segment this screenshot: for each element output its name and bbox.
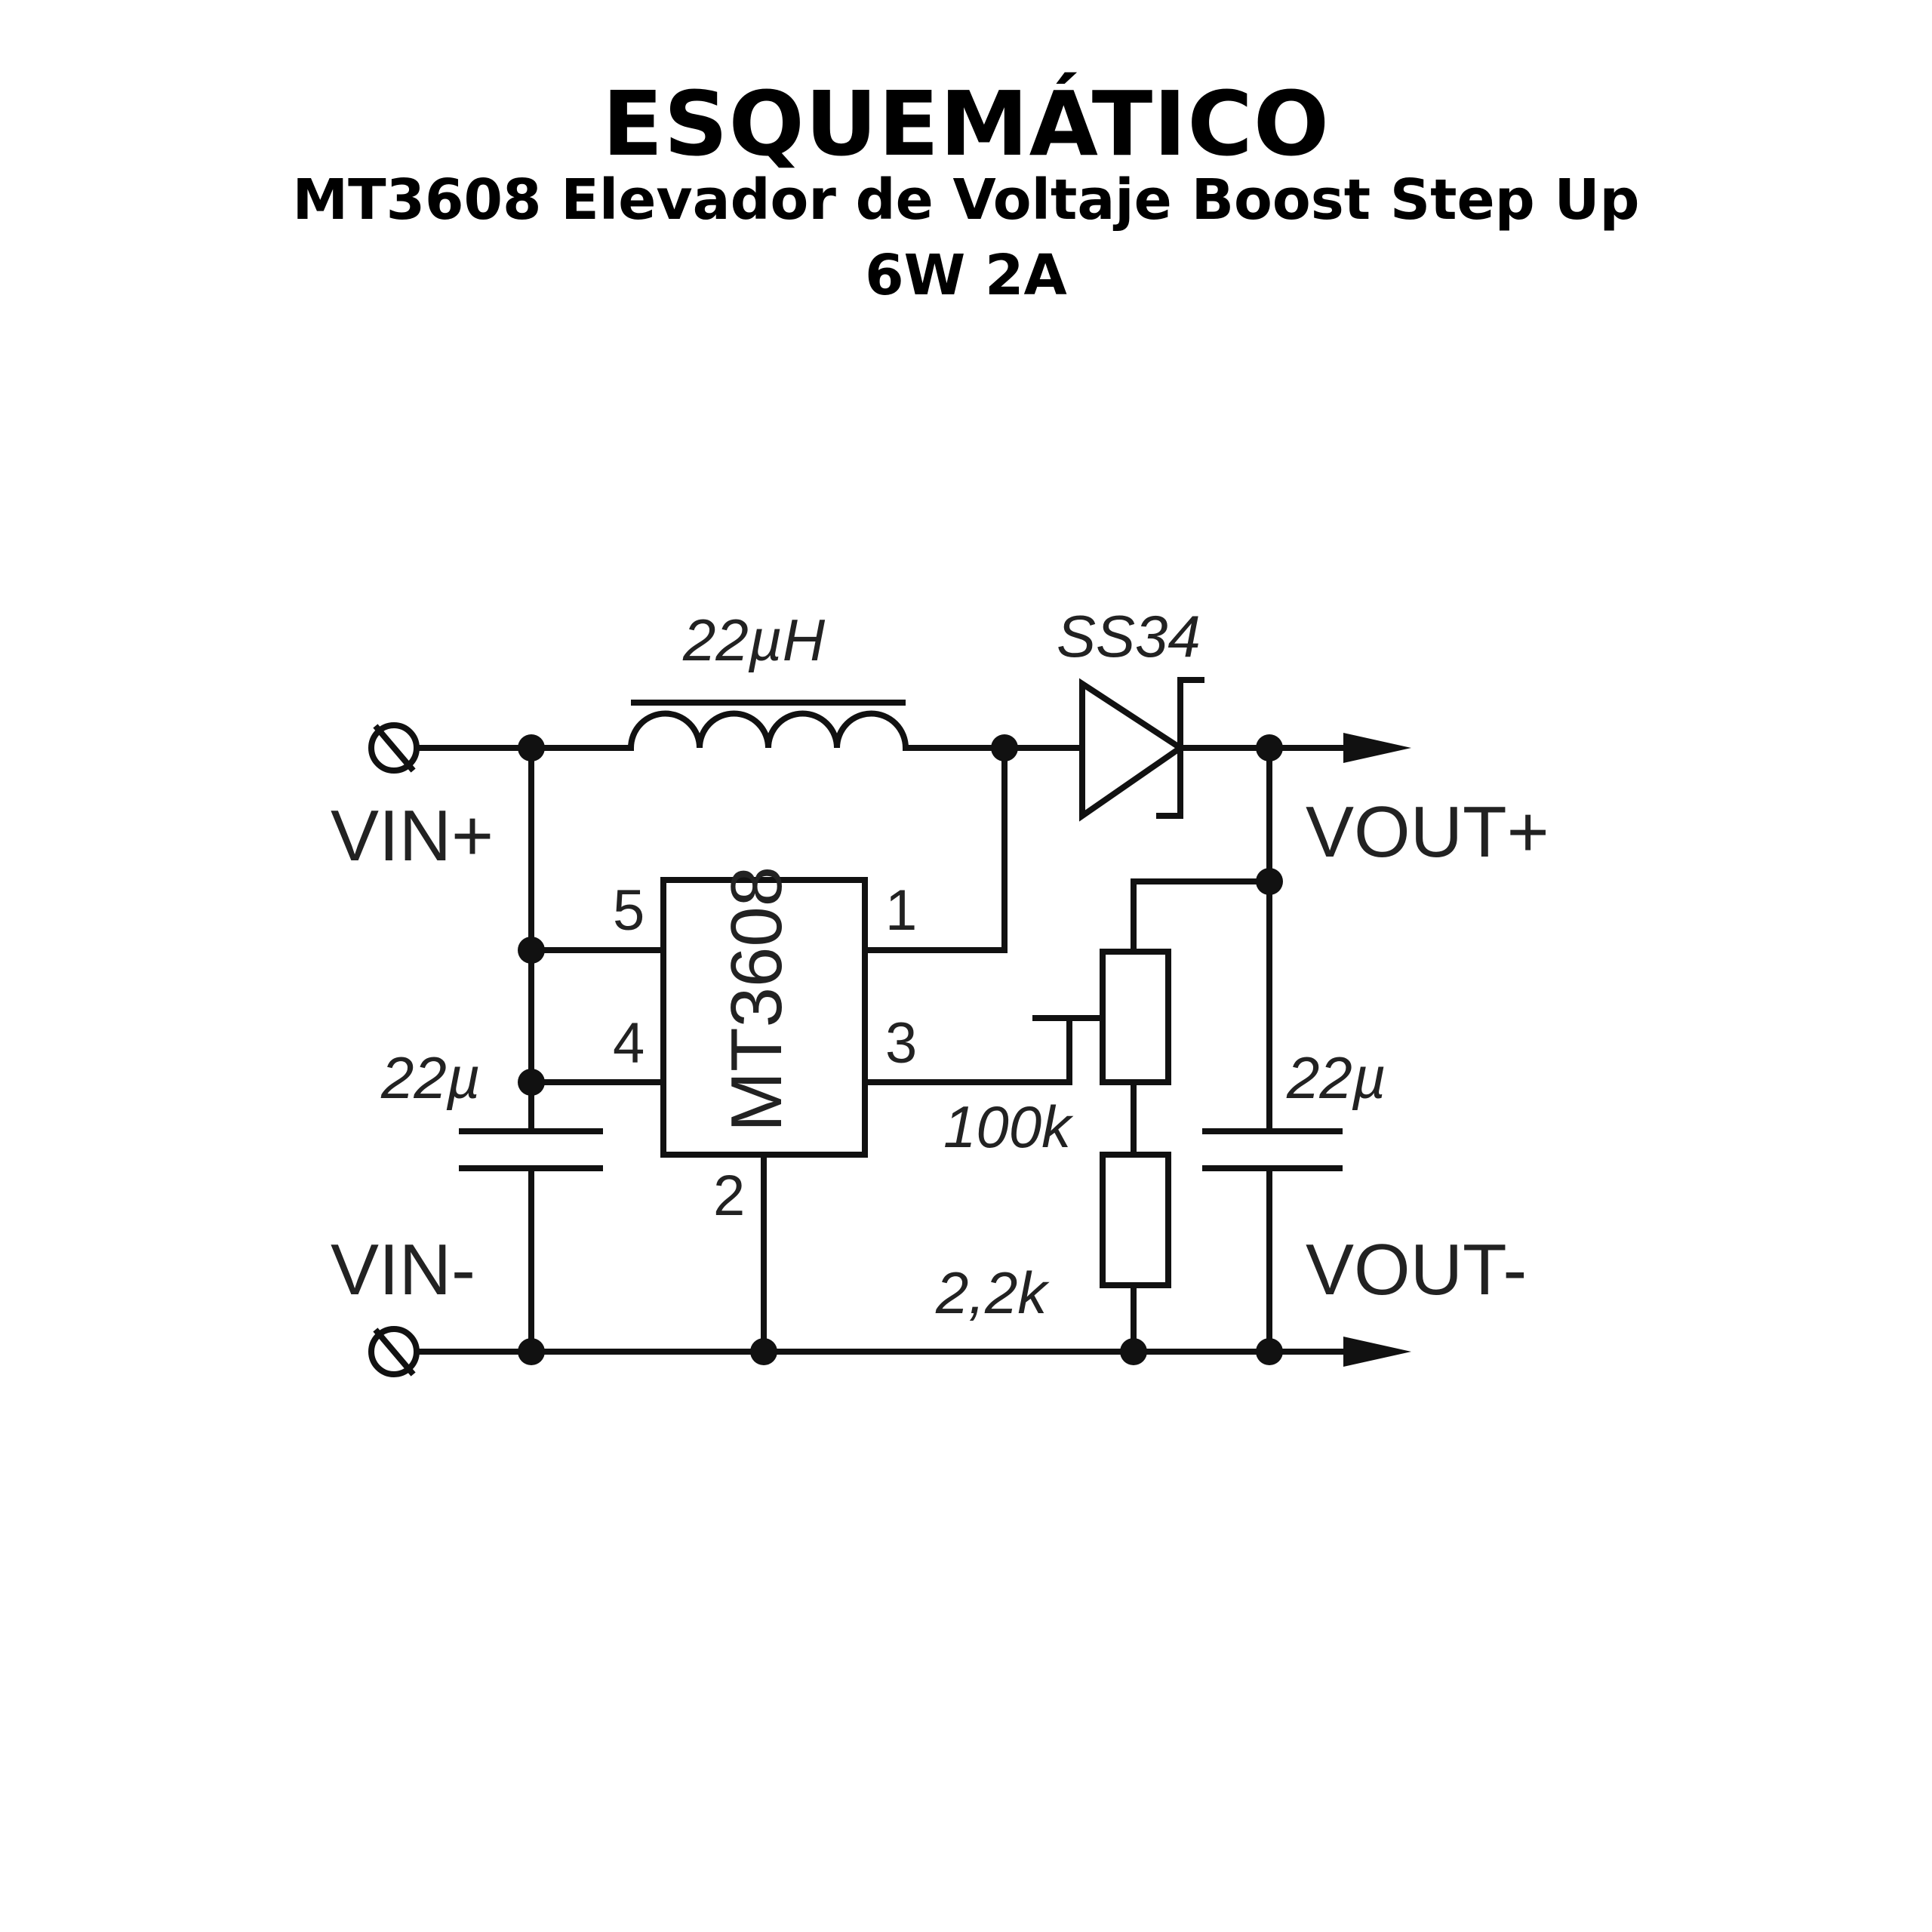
page-title: ESQUEMÁTICO bbox=[601, 72, 1331, 176]
vout-pos-label: VOUT+ bbox=[1306, 792, 1549, 872]
vout-pos-arrow-icon bbox=[1343, 733, 1411, 763]
vin-neg-label: VIN- bbox=[331, 1229, 475, 1310]
schottky-diode-symbol bbox=[1079, 677, 1204, 822]
pin-2-label: 2 bbox=[713, 1164, 745, 1228]
pin-4-label: 4 bbox=[613, 1011, 645, 1075]
output-cap-label: 22µ bbox=[1286, 1044, 1386, 1111]
pin-1-label: 1 bbox=[885, 878, 917, 943]
input-cap-label: 22µ bbox=[380, 1044, 481, 1111]
resistor-label: 2,2k bbox=[935, 1260, 1050, 1326]
output-capacitor-symbol bbox=[1202, 1128, 1343, 1171]
resistor-symbol bbox=[1100, 1152, 1171, 1288]
pin-3-label: 3 bbox=[885, 1011, 917, 1075]
vin-neg-terminal-icon bbox=[368, 1326, 420, 1377]
inductor-symbol bbox=[627, 700, 909, 752]
ic-body bbox=[660, 877, 868, 1158]
input-capacitor-symbol bbox=[459, 1128, 603, 1171]
wires bbox=[414, 745, 1346, 1355]
potentiometer-symbol bbox=[1100, 949, 1171, 1085]
pot-label: 100k bbox=[943, 1094, 1074, 1160]
junction-dots bbox=[518, 734, 1283, 1365]
page-subtitle: MT3608 Elevador de Voltaje Boost Step Up bbox=[292, 168, 1640, 232]
ic-label: MT3608 bbox=[716, 866, 797, 1132]
inductor-label: 22µH bbox=[682, 607, 826, 673]
power-rating: 6W 2A bbox=[865, 243, 1067, 308]
vin-pos-label: VIN+ bbox=[331, 795, 494, 876]
vout-neg-label: VOUT- bbox=[1306, 1229, 1527, 1310]
pin-5-label: 5 bbox=[613, 878, 645, 943]
vout-neg-arrow-icon bbox=[1343, 1337, 1411, 1367]
diode-label: SS34 bbox=[1057, 603, 1201, 669]
vin-pos-terminal-icon bbox=[368, 722, 420, 774]
